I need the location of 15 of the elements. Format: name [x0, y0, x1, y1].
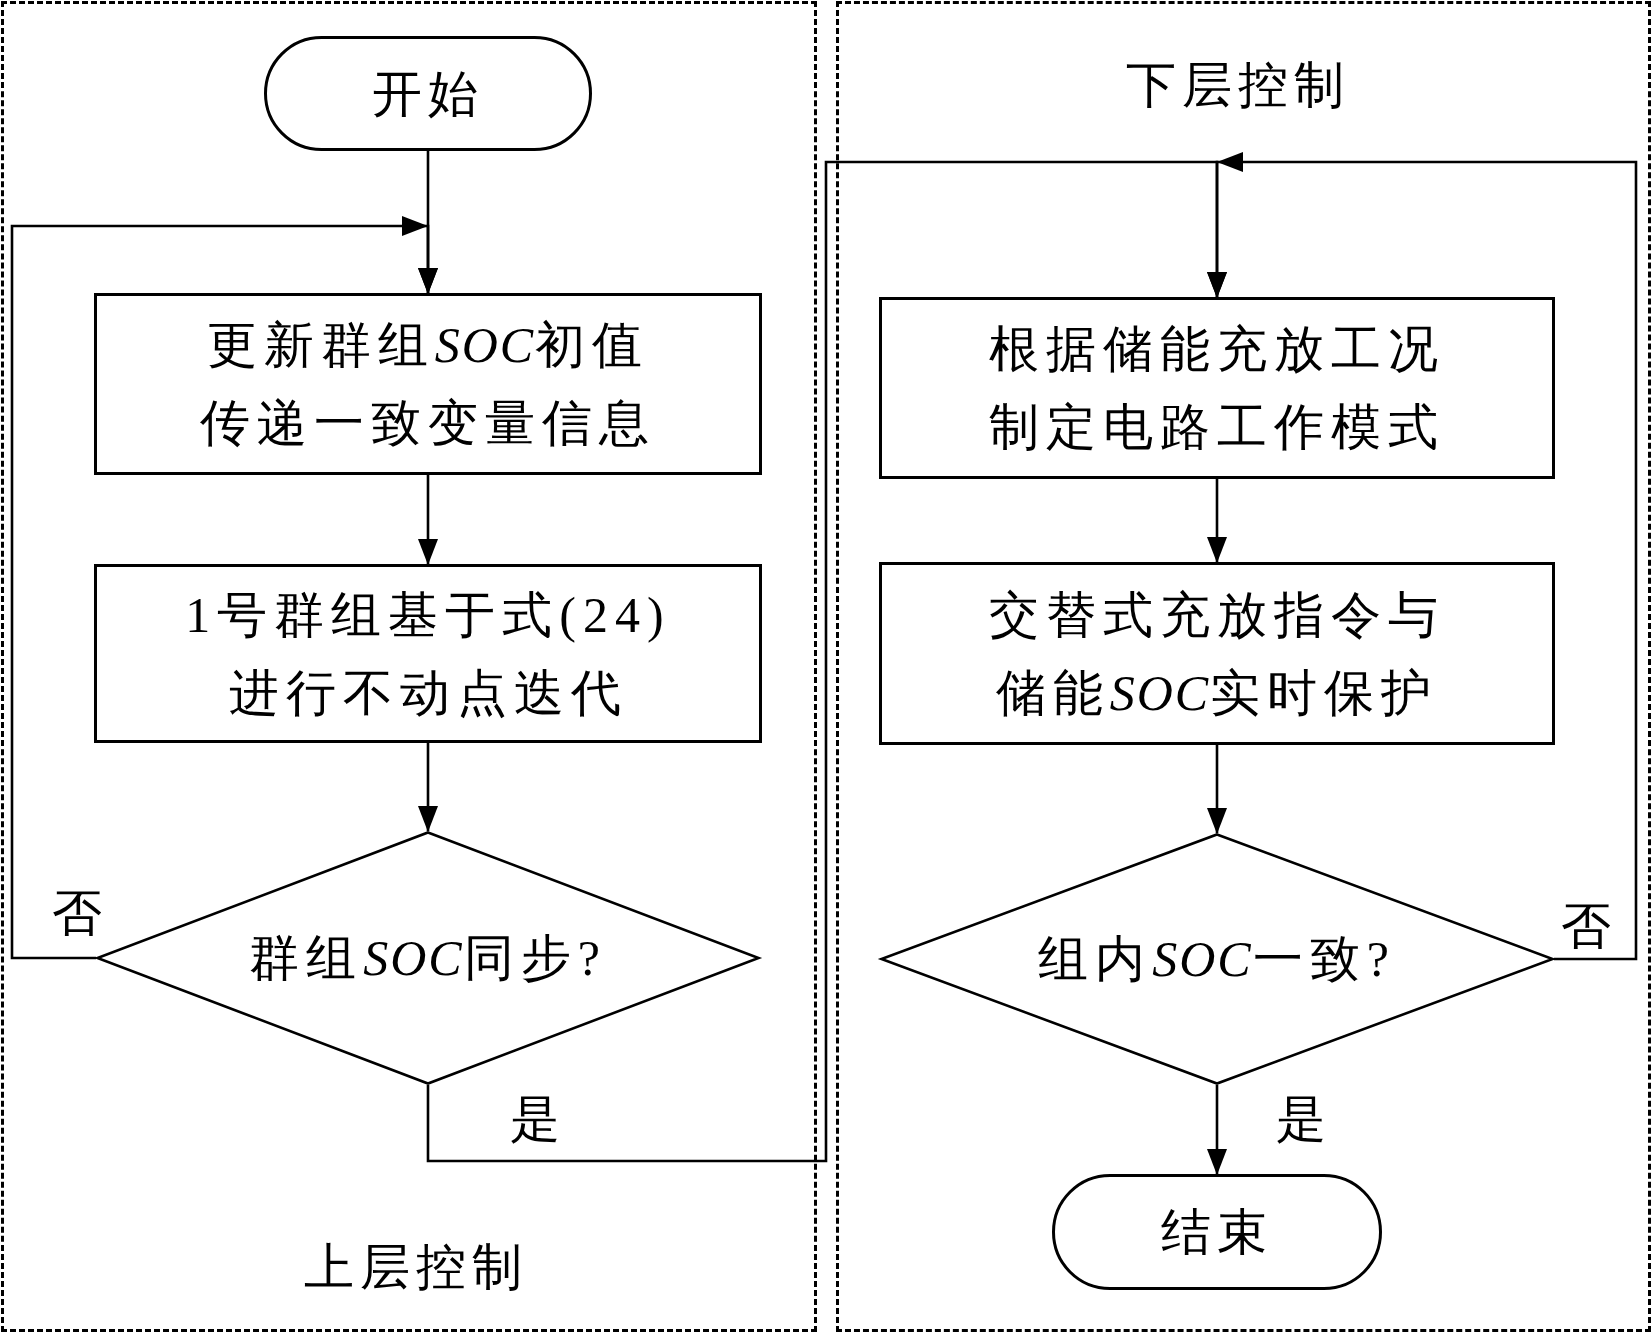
arrow — [1207, 1085, 1227, 1175]
terminal-box: 开始 — [264, 36, 592, 151]
arrow — [1207, 479, 1227, 563]
arrow — [418, 743, 438, 832]
process-box: 根据储能充放工况制定电路工作模式 — [879, 297, 1555, 479]
arrow — [10, 216, 438, 960]
arrow — [1207, 745, 1227, 834]
terminal-box: 结束 — [1052, 1174, 1382, 1290]
panel-label: 下层控制 — [1126, 56, 1350, 115]
arrow — [418, 475, 438, 565]
arrow — [1207, 152, 1638, 961]
process-box: 更新群组SOC初值传递一致变量信息 — [94, 293, 762, 475]
panel-label: 上层控制 — [304, 1238, 528, 1297]
process-box: 1号群组基于式(24)进行不动点迭代 — [94, 564, 762, 743]
process-box: 交替式充放指令与储能SOC实时保护 — [879, 562, 1555, 745]
